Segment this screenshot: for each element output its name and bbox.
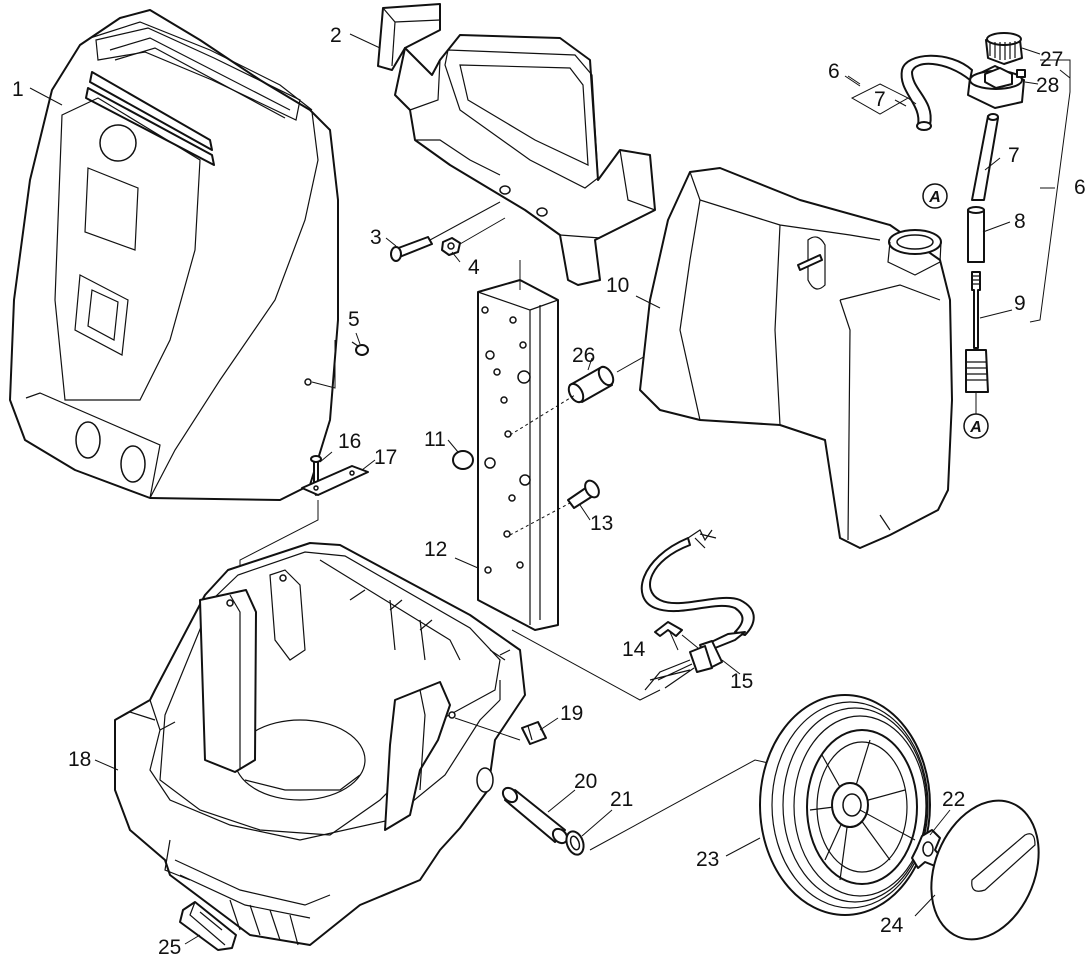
part-7-hose-lower xyxy=(971,113,999,201)
label-25: 25 xyxy=(158,936,181,959)
label-16: 16 xyxy=(338,430,361,453)
part-18-base xyxy=(114,542,526,946)
part-8-connector xyxy=(967,206,985,263)
label-4: 4 xyxy=(468,256,480,279)
label-15: 15 xyxy=(730,670,753,693)
label-28: 28 xyxy=(1036,74,1059,97)
part-17-plate xyxy=(301,465,369,496)
handle-body xyxy=(394,34,656,286)
part-14-clip xyxy=(654,621,683,637)
label-17: 17 xyxy=(374,446,397,469)
label-7a: 7 xyxy=(874,88,886,111)
label-23: 23 xyxy=(696,848,719,871)
label-14: 14 xyxy=(622,638,646,661)
label-7b: 7 xyxy=(1008,144,1020,167)
part-4-nut xyxy=(441,237,461,256)
part-26-sleeve xyxy=(567,365,615,404)
part-28-cap-insert xyxy=(967,65,1026,109)
label-3: 3 xyxy=(370,226,382,249)
part-19-clip xyxy=(521,721,547,745)
connector-a-bottom: A xyxy=(963,413,989,439)
part-15-power-cord xyxy=(640,529,755,691)
label-11: 11 xyxy=(424,428,446,451)
label-19: 19 xyxy=(560,702,583,725)
label-6a: 6 xyxy=(828,60,840,83)
part-5-pin xyxy=(351,341,369,356)
part-3-screw xyxy=(390,236,433,262)
label-6b: 6 xyxy=(1074,176,1086,199)
part-11-plug xyxy=(452,450,474,470)
label-18: 18 xyxy=(68,748,91,771)
part-21-washer xyxy=(565,830,585,856)
label-26: 26 xyxy=(572,344,595,367)
svg-text:A: A xyxy=(969,419,982,436)
connector-a-top: A xyxy=(922,183,948,209)
label-13: 13 xyxy=(590,512,613,535)
label-5: 5 xyxy=(348,308,360,331)
label-12: 12 xyxy=(424,538,447,561)
label-10: 10 xyxy=(606,274,629,297)
part-13-bolt xyxy=(567,479,600,509)
label-1: 1 xyxy=(12,78,24,101)
part-27-cap xyxy=(985,32,1023,65)
label-21: 21 xyxy=(610,788,633,811)
part-25-foot xyxy=(179,901,237,951)
label-24: 24 xyxy=(880,914,904,937)
part-24-hubcap xyxy=(930,799,1040,941)
part-7-hose-upper xyxy=(900,54,973,131)
part-9-suction-tube xyxy=(965,271,989,393)
label-20: 20 xyxy=(574,770,597,793)
label-9: 9 xyxy=(1014,292,1026,315)
label-2: 2 xyxy=(330,24,342,47)
part-10-tank xyxy=(639,167,953,549)
part-23-wheel xyxy=(759,694,931,916)
label-22: 22 xyxy=(942,788,965,811)
label-8: 8 xyxy=(1014,210,1026,233)
part-20-axle xyxy=(501,786,569,845)
part-12-post xyxy=(477,279,559,631)
svg-text:A: A xyxy=(928,189,941,206)
part-1-front-cover xyxy=(9,9,339,501)
label-27: 27 xyxy=(1040,48,1063,71)
